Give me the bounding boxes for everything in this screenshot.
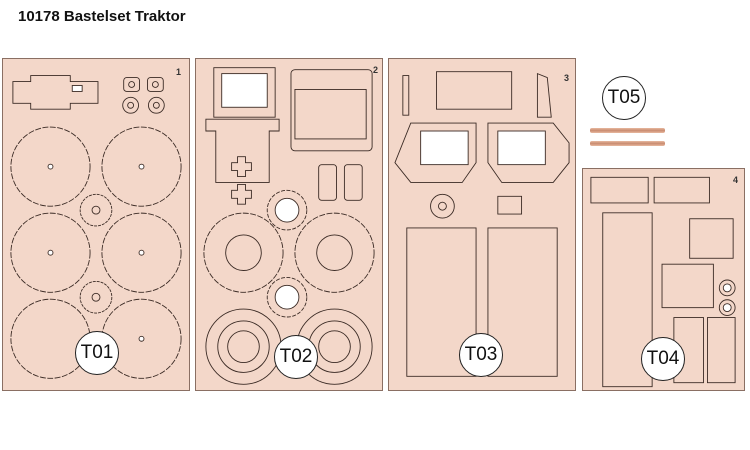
sheet-t03-cutouts (394, 71, 570, 377)
part-t05-label-badge: T05 (602, 76, 646, 120)
page-title: 10178 Bastelset Traktor (18, 8, 186, 25)
sheet-t01-cutouts (10, 75, 182, 379)
sheet-label-badge: T03 (459, 333, 503, 377)
sheet-number: 2 (372, 65, 378, 75)
wooden-dowel (590, 141, 665, 146)
sheet-number: 3 (563, 73, 569, 83)
sheet-label-badge: T02 (274, 335, 318, 379)
sheet-t04: 4 T04 (582, 168, 745, 391)
sheet-label-badge: T01 (75, 331, 119, 375)
sheet-label-badge: T04 (641, 337, 685, 381)
sheet-t02-cutouts (203, 67, 375, 385)
wooden-dowel (590, 128, 665, 133)
sheet-number: 1 (175, 67, 181, 77)
sheet-t03: 3 T03 (388, 58, 576, 391)
sheet-t02: 2 T02 (195, 58, 383, 391)
sheet-number: 4 (732, 175, 738, 185)
sheet-t01: 1 T01 (2, 58, 190, 391)
